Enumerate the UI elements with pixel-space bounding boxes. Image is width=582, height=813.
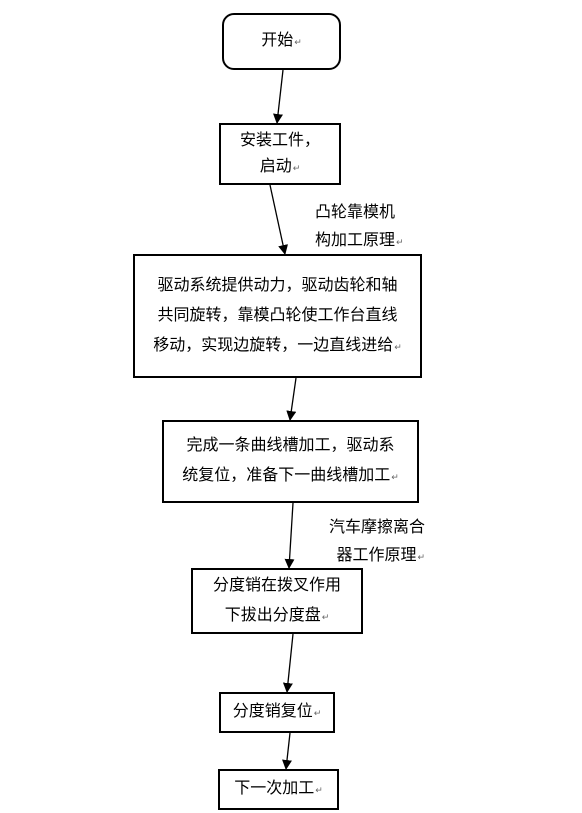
arrow-complete-to-indexpin <box>284 502 295 569</box>
arrow-start-to-install <box>273 69 284 124</box>
node-index-pin-line-2: 下拔出分度盘↵ <box>224 604 330 624</box>
node-drive-line-1: 驱动系统提供动力，驱动齿轮和轴 <box>157 274 398 294</box>
arrow-pinreset-to-next <box>282 732 292 770</box>
node-install-line-1: 安装工件， <box>239 129 320 149</box>
node-index-pin: 分度销在拨叉作用 下拔出分度盘↵ <box>191 568 363 634</box>
node-drive: 驱动系统提供动力，驱动齿轮和轴 共同旋转，靠模凸轮使工作台直线 移动，实现边旋转… <box>133 254 422 378</box>
edge-label-clutch-line-2: 器工作原理↵ <box>336 545 426 564</box>
edge-label-cam: 凸轮靠模机 构加工原理↵ <box>315 198 404 257</box>
node-complete-line-2: 统复位，准备下一曲线槽加工↵ <box>182 465 399 484</box>
node-pin-reset-text: 分度销复位↵ <box>232 701 322 720</box>
node-install-line-2: 启动↵ <box>259 155 301 175</box>
node-start: 开始↵ <box>222 13 341 70</box>
node-start-text: 开始↵ <box>261 30 302 49</box>
arrow-drive-to-complete <box>286 377 297 421</box>
edge-label-cam-line-1: 凸轮靠模机 <box>315 202 396 221</box>
node-next-text: 下一次加工↵ <box>234 778 323 797</box>
edge-label-clutch: 汽车摩擦离合 器工作原理↵ <box>329 513 425 572</box>
node-pin-reset: 分度销复位↵ <box>219 692 335 733</box>
node-next: 下一次加工↵ <box>218 769 339 810</box>
node-install: 安装工件， 启动↵ <box>219 123 341 185</box>
node-drive-line-2: 共同旋转，靠模凸轮使工作台直线 <box>157 304 398 324</box>
arrow-indexpin-to-pinreset <box>282 633 294 693</box>
arrow-install-to-drive <box>269 184 288 255</box>
node-complete: 完成一条曲线槽加工，驱动系 统复位，准备下一曲线槽加工↵ <box>162 420 419 503</box>
edge-label-cam-line-2: 构加工原理↵ <box>315 230 404 249</box>
node-complete-line-1: 完成一条曲线槽加工，驱动系 <box>186 435 395 454</box>
node-index-pin-line-1: 分度销在拨叉作用 <box>212 574 341 594</box>
edge-label-clutch-line-1: 汽车摩擦离合 <box>329 517 426 536</box>
node-drive-line-3: 移动，实现边旋转，一边直线进给↵ <box>153 334 402 354</box>
